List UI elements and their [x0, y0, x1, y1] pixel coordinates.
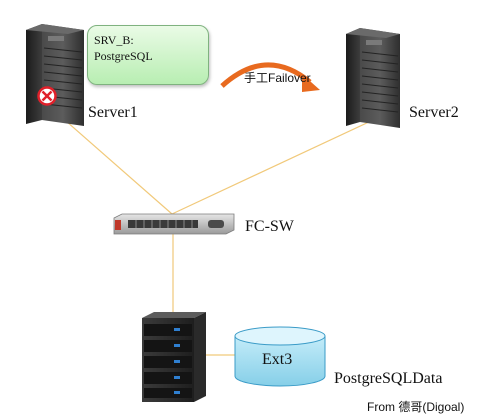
data-label: PostgreSQLData: [334, 370, 443, 387]
callout-service-type: PostgreSQL: [94, 49, 153, 63]
storage-array-icon: [142, 312, 206, 402]
service-callout: SRV_B: PostgreSQL: [87, 25, 209, 85]
server1-label: Server1: [88, 104, 138, 121]
server2-label: Server2: [409, 104, 459, 121]
failover-label: 手工Failover: [244, 71, 311, 85]
link-server2-switch: [171, 113, 387, 215]
server1[interactable]: [18, 18, 102, 126]
fc-switch-icon: [113, 213, 235, 235]
fc-switch[interactable]: [112, 212, 236, 236]
server2[interactable]: [338, 24, 418, 128]
storage-array[interactable]: [134, 310, 214, 404]
server-tower-icon: [346, 28, 400, 128]
credit-text: From 德哥(Digoal): [367, 400, 465, 414]
disk-cylinder-icon: [234, 326, 326, 387]
volume-label: Ext3: [262, 351, 293, 368]
link-server1-switch: [57, 113, 173, 215]
switch-label: FC-SW: [245, 218, 294, 235]
failure-cross-icon: [37, 86, 57, 106]
callout-service-name: SRV_B:: [94, 33, 134, 47]
failover-arrow-icon: [220, 62, 320, 92]
